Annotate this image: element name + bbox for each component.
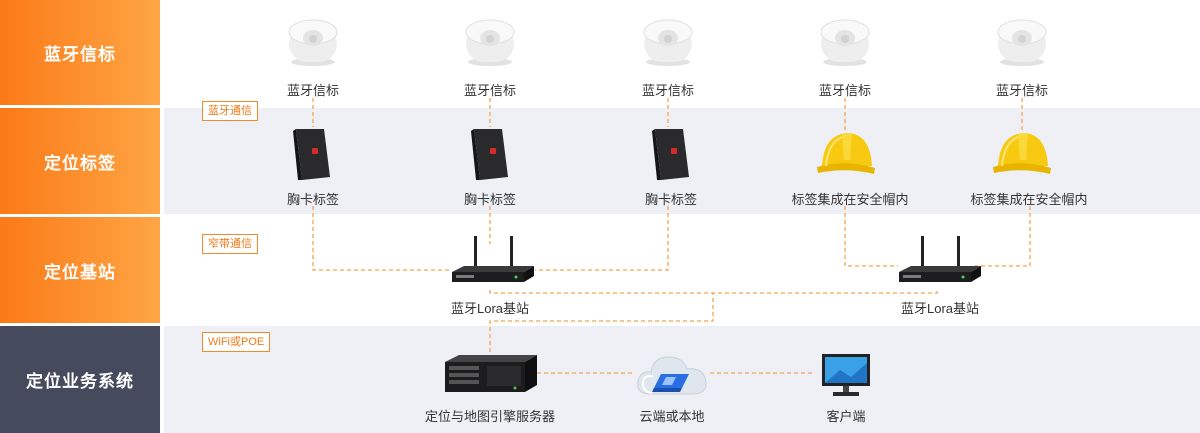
lora-base-station-icon <box>897 234 983 291</box>
beacon-caption: 蓝牙信标 <box>463 83 516 98</box>
cloud-icon <box>634 350 710 407</box>
beacon-icon <box>817 18 873 73</box>
client-caption: 客户端 <box>826 409 866 424</box>
helmet-caption: 标签集成在安全帽内 <box>970 192 1088 207</box>
row-label-station: 定位基站 <box>0 217 160 323</box>
tag-bluetooth: 蓝牙通信 <box>202 101 258 121</box>
server-icon <box>443 352 539 401</box>
badge-caption: 胸卡标签 <box>644 192 697 207</box>
tag-narrowband: 窄带通信 <box>202 234 258 254</box>
helmet-caption: 标签集成在安全帽内 <box>791 192 909 207</box>
row-label-tag: 定位标签 <box>0 108 160 214</box>
station-caption: 蓝牙Lora基站 <box>900 301 980 316</box>
client-computer-icon <box>818 352 874 403</box>
beacon-caption: 蓝牙信标 <box>818 83 871 98</box>
beacon-icon <box>285 18 341 73</box>
row-label-system: 定位业务系统 <box>0 326 160 433</box>
safety-helmet-icon <box>816 128 876 183</box>
badge-card-icon <box>292 127 332 186</box>
beacon-icon <box>640 18 696 73</box>
cloud-caption: 云端或本地 <box>639 409 705 424</box>
beacon-icon <box>994 18 1050 73</box>
safety-helmet-icon <box>992 128 1052 183</box>
beacon-caption: 蓝牙信标 <box>286 83 339 98</box>
lora-base-station-icon <box>450 234 536 291</box>
tag-wifi-poe: WiFi或POE <box>202 332 271 352</box>
station-caption: 蓝牙Lora基站 <box>450 301 530 316</box>
badge-card-icon <box>470 127 510 186</box>
beacon-caption: 蓝牙信标 <box>995 83 1048 98</box>
row-label-beacon: 蓝牙信标 <box>0 0 160 105</box>
beacon-icon <box>462 18 518 73</box>
badge-caption: 胸卡标签 <box>463 192 516 207</box>
beacon-caption: 蓝牙信标 <box>641 83 694 98</box>
badge-caption: 胸卡标签 <box>286 192 339 207</box>
badge-card-icon <box>651 127 691 186</box>
server-caption: 定位与地图引擎服务器 <box>424 409 555 424</box>
